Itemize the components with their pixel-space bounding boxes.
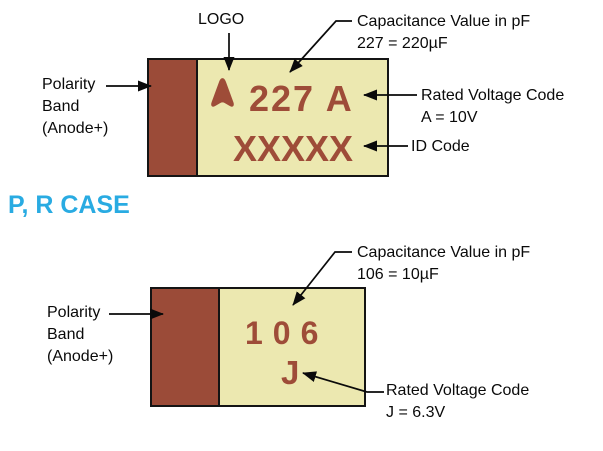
top-capacitance-label-line1: Capacitance Value in pF [357, 13, 531, 30]
top-polarity-label-line3: (Anode+) [42, 120, 109, 137]
logo-label: LOGO [198, 11, 245, 28]
bottom-capacitance-label-line2: 106 = 10µF [357, 266, 439, 283]
capacitor-top-body [147, 58, 389, 177]
capacitance-marking-bottom: 106 [245, 315, 329, 351]
capacitor-bottom-polarity-band [152, 289, 220, 405]
top-polarity-label: Polarity Band (Anode+) [42, 74, 108, 140]
top-voltage-label-line2: A = 10V [421, 109, 478, 126]
case-title: P, R CASE [8, 191, 130, 219]
bottom-polarity-label: Polarity Band (Anode+) [47, 302, 113, 368]
bottom-capacitance-label: Capacitance Value in pF 106 = 10µF [357, 242, 530, 286]
bottom-voltage-label: Rated Voltage Code J = 6.3V [386, 380, 529, 424]
bottom-voltage-label-line2: J = 6.3V [386, 404, 446, 421]
capacitor-bottom-body [150, 287, 366, 407]
id-code-marking: XXXXX [233, 128, 354, 169]
voltage-code-marking: J [281, 354, 300, 391]
capacitance-marking-top: 227 A [249, 78, 354, 119]
bottom-polarity-label-line3: (Anode+) [47, 348, 114, 365]
manufacturer-logo-icon [211, 78, 234, 107]
bottom-voltage-label-line1: Rated Voltage Code [386, 382, 530, 399]
top-capacitance-label: Capacitance Value in pF 227 = 220µF [357, 11, 530, 55]
bottom-capacitance-label-line1: Capacitance Value in pF [357, 244, 531, 261]
top-polarity-label-line1: Polarity [42, 76, 96, 93]
top-voltage-label: Rated Voltage Code A = 10V [421, 85, 564, 129]
capacitor-top-polarity-band [149, 60, 198, 175]
bottom-polarity-label-line1: Polarity [47, 304, 101, 321]
id-code-label: ID Code [411, 138, 470, 155]
top-polarity-label-line2: Band [42, 98, 80, 115]
bottom-polarity-label-line2: Band [47, 326, 85, 343]
top-voltage-label-line1: Rated Voltage Code [421, 87, 565, 104]
top-capacitance-label-line2: 227 = 220µF [357, 35, 448, 52]
